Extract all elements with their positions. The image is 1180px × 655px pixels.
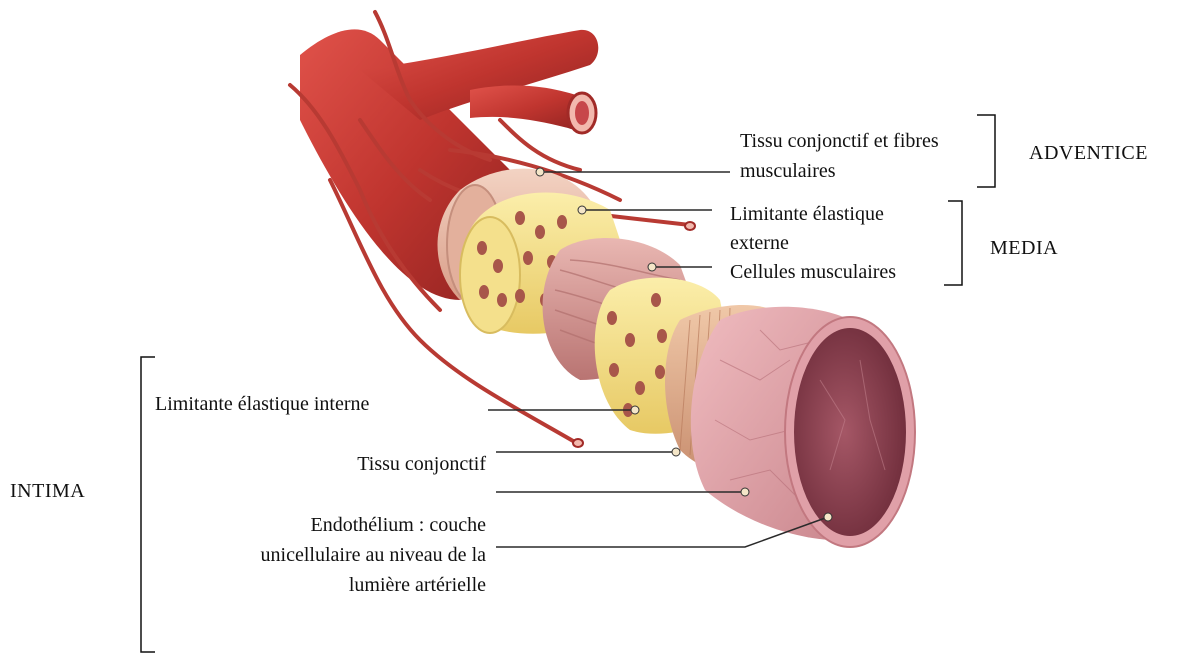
- group-media: MEDIA: [990, 237, 1058, 260]
- bracket-adventice: [977, 115, 995, 187]
- label-tissu-conjonctif: Tissu conjonctif: [357, 451, 486, 477]
- lumen: [785, 317, 915, 547]
- group-adventice: ADVENTICE: [1029, 142, 1148, 165]
- label-limitante-externe-line1: Limitante élastique: [730, 201, 884, 227]
- label-limitante-interne: Limitante élastique interne: [155, 391, 369, 417]
- label-limitante-externe-line2: externe: [730, 230, 789, 256]
- label-cellules-musculaires: Cellules musculaires: [730, 259, 896, 285]
- label-tissu-fibres-line2: musculaires: [740, 158, 836, 184]
- label-endothelium-line3: lumière artérielle: [349, 572, 486, 598]
- label-tissu-fibres-line1: Tissu conjonctif et fibres: [740, 128, 939, 154]
- label-endothelium-line2: unicellulaire au niveau de la: [261, 542, 486, 568]
- vessel-tip: [685, 222, 695, 230]
- bracket-media: [944, 201, 962, 285]
- group-intima: INTIMA: [10, 480, 85, 503]
- bracket-intima: [141, 357, 155, 652]
- vessel-tip: [573, 439, 583, 447]
- label-endothelium-line1: Endothélium : couche: [310, 512, 486, 538]
